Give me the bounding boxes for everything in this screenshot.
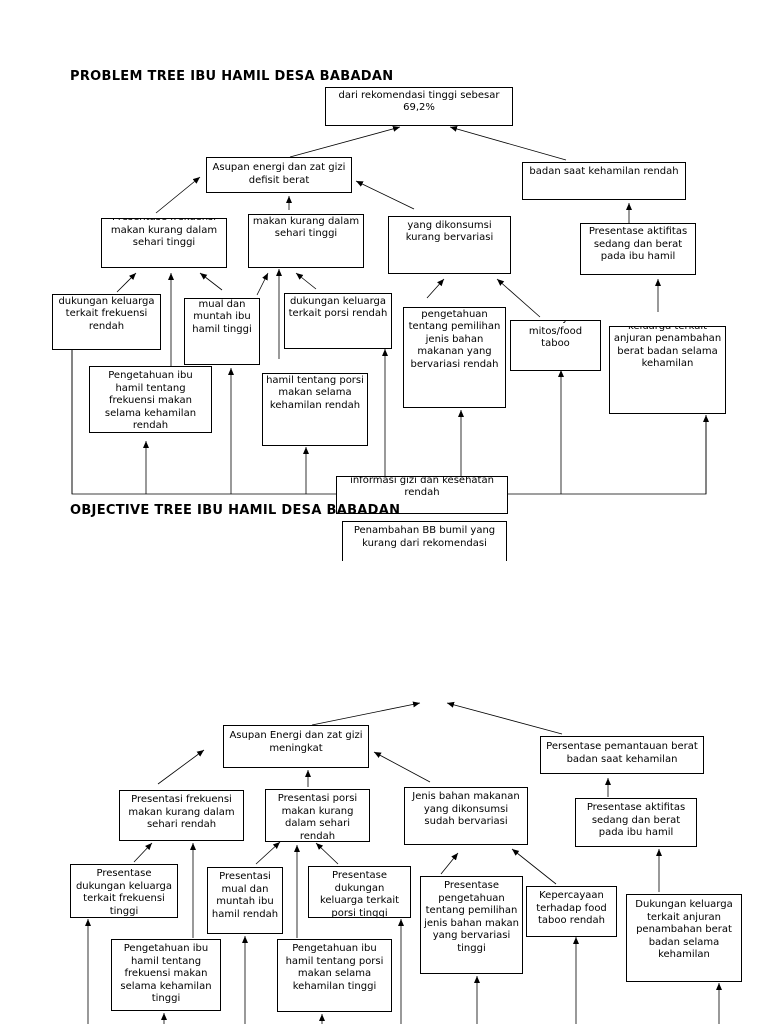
objective-tree-title: OBJECTIVE TREE IBU HAMIL DESA BABADAN [70,503,401,518]
objective-pengetahuan-jenis-text: Presentase pengetahuan tentang pemilihan… [424,880,519,954]
arrow [133,842,153,863]
objective-mual-text: Presentasi mual dan muntah ibu hamil ren… [211,871,279,920]
arrow [449,126,567,161]
objective-dukungan-frek-box: Presentase dukungan keluarga terkait fre… [70,864,178,918]
problem-pemantauan-box: Persentase pemantauan berat badan saat k… [522,162,686,200]
objective-porsi-box: Presentasi porsi makan kurang dalam seha… [265,789,370,842]
problem-frekuensi-text: Presentase frekuensi makan kurang dalam … [110,219,218,248]
objective-mual-box: Presentasi mual dan muntah ibu hamil ren… [207,867,283,934]
objective-pemantauan-text: Persentase pemantauan berat badan saat k… [546,741,698,765]
arrow [496,278,541,318]
problem-dukungan-frek-text: Presentase dukungan keluarga terkait fre… [58,295,155,332]
problem-porsi-box: Presentasi porsi makan kurang dalam seha… [248,214,364,268]
objective-dukungan-frek-text: Presentase dukungan keluarga terkait fre… [75,868,173,917]
objective-frekuensi-box: Presentasi frekuensi makan kurang dalam … [119,790,244,841]
objective-aktifitas-box: Presentase aktifitas sedang dan berat pa… [575,798,697,847]
objective-jenis-text: Jenis bahan makanan yang dikonsumsi suda… [412,791,520,827]
problem-keragaman-box: Presentase keragaman informasi gizi dan … [336,476,508,514]
problem-core-box: Penambahan BB bumil yang kurang dari rek… [325,87,513,126]
arrow [199,272,223,291]
problem-asupan-box: Asupan energi dan zat gizi defisit berat [206,157,352,193]
problem-pemantauan-text: Persentase pemantauan berat badan saat k… [528,163,680,177]
problem-dukungan-porsi-box: Presentase dukungan keluarga terkait por… [284,293,392,349]
problem-pengetahuan-porsi-text: Pengetahuan ibu hamil tentang porsi maka… [266,374,364,411]
objective-food-taboo-text: Kepercayaan terhadap food taboo rendah [536,890,607,926]
objective-pemantauan-box: Persentase pemantauan berat badan saat k… [540,736,704,774]
problem-mual-box: Presentasi mual dan muntah ibu hamil tin… [184,298,260,365]
arrow [295,272,317,290]
arrow [155,176,201,214]
problem-tree-title: PROBLEM TREE IBU HAMIL DESA BABADAN [70,69,394,84]
arrow [511,848,557,885]
problem-dukungan-bb-text: Kurangnya dukungan keluarga terkait anju… [613,326,722,369]
arrow [289,125,401,158]
objective-dukungan-bb-text: Dukungan keluarga terkait anjuran penamb… [635,899,733,960]
arrow [255,841,281,865]
problem-pengetahuan-porsi-box: Pengetahuan ibu hamil tentang porsi maka… [262,373,368,446]
problem-mitos-text: Adanya mitos/food taboo [528,321,583,349]
objective-pengetahuan-porsi-box: Pengetahuan ibu hamil tentang porsi maka… [277,939,392,1012]
objective-dukungan-porsi-box: Presentase dukungan keluarga terkait por… [308,866,411,918]
problem-keragaman-text: Presentase keragaman informasi gizi dan … [350,476,494,498]
arrow [355,180,415,210]
problem-mitos-box: Adanya mitos/food taboo [510,320,601,371]
problem-pengetahuan-jenis-text: Presentase pengetahuan tentang pemilihan… [408,308,501,370]
objective-aktifitas-text: Presentase aktifitas sedang dan berat pa… [586,802,686,838]
problem-dukungan-bb-box: Kurangnya dukungan keluarga terkait anju… [609,326,726,414]
problem-pengetahuan-jenis-box: Presentase pengetahuan tentang pemilihan… [403,307,506,408]
problem-jenis-box: Jenis bahan makanan yang dikonsumsi kura… [388,216,511,274]
objective-pengetahuan-frek-box: Pengetahuan ibu hamil tentang frekuensi … [111,939,221,1011]
problem-aktifitas-text: Presentase aktifitas sedang dan berat pa… [588,226,688,262]
arrow [440,852,459,875]
problem-frekuensi-box: Presentase frekuensi makan kurang dalam … [101,218,227,268]
objective-pengetahuan-porsi-text: Pengetahuan ibu hamil tentang porsi maka… [285,943,384,992]
problem-dukungan-frek-box: Presentase dukungan keluarga terkait fre… [52,294,161,350]
arrow [426,278,445,299]
problem-jenis-text: Jenis bahan makanan yang dikonsumsi kura… [396,217,503,243]
objective-pengetahuan-jenis-box: Presentase pengetahuan tentang pemilihan… [420,876,523,974]
arrow [256,272,269,296]
objective-asupan-text: Asupan Energi dan zat gizi meningkat [229,730,363,754]
problem-aktifitas-box: Presentase aktifitas sedang dan berat pa… [580,223,696,275]
problem-pengetahuan-frek-text: Pengetahuan ibu hamil tentang frekuensi … [104,370,197,431]
arrow [157,749,205,785]
objective-jenis-box: Jenis bahan makanan yang dikonsumsi suda… [404,787,528,845]
problem-pengetahuan-frek-box: Pengetahuan ibu hamil tentang frekuensi … [89,366,212,433]
arrow [373,751,431,783]
problem-core-text: Penambahan BB bumil yang kurang dari rek… [338,89,500,114]
objective-pengetahuan-frek-text: Pengetahuan ibu hamil tentang frekuensi … [120,943,212,1004]
problem-porsi-text: Presentasi porsi makan kurang dalam seha… [252,215,360,240]
arrow [315,842,339,865]
problem-mual-text: Presentasi mual dan muntah ibu hamil tin… [192,298,252,335]
objective-food-taboo-box: Kepercayaan terhadap food taboo rendah [526,886,617,937]
objective-dukungan-bb-box: Dukungan keluarga terkait anjuran penamb… [626,894,742,982]
problem-asupan-text: Asupan energi dan zat gizi defisit berat [212,162,346,186]
arrow [116,272,137,293]
objective-dukungan-porsi-text: Presentase dukungan keluarga terkait por… [319,870,400,918]
objective-porsi-text: Presentasi porsi makan kurang dalam seha… [277,793,358,842]
objective-asupan-box: Asupan Energi dan zat gizi meningkat [223,725,369,768]
problem-dukungan-porsi-text: Presentase dukungan keluarga terkait por… [288,295,388,320]
objective-core-text: Penambahan BB bumil yang kurang dari rek… [353,525,496,549]
arrow [311,701,421,726]
objective-core-box: Penambahan BB bumil yang kurang dari rek… [342,521,507,561]
objective-frekuensi-text: Presentasi frekuensi makan kurang dalam … [128,794,235,830]
arrow [446,701,563,735]
